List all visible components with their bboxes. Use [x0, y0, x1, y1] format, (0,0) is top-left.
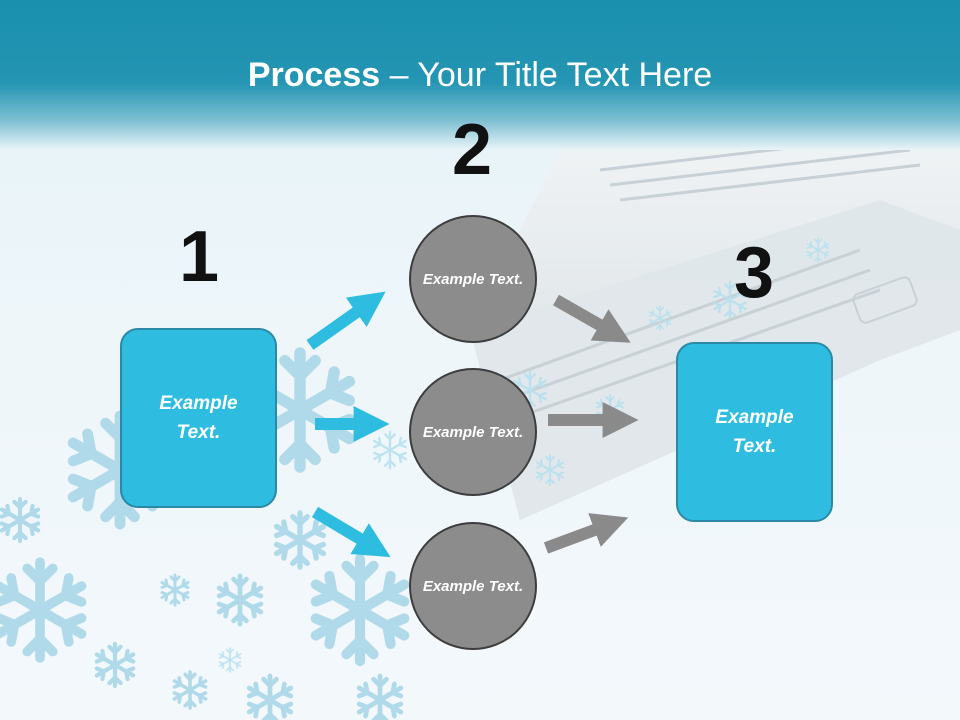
step-number-2: 2 [451, 110, 493, 190]
slide-title-bold: Process [247, 56, 381, 94]
step-number-3: 3 [733, 233, 775, 313]
step-2-circle-top: Example Text. [409, 215, 537, 343]
arrow-gray-lower [543, 513, 629, 554]
title-bar [0, 0, 960, 150]
step-3-label: Example Text. [715, 407, 794, 457]
step-2-circle-bottom: Example Text. [409, 522, 537, 650]
arrow-blue-lower [311, 506, 391, 558]
step-1-label: Example Text. [159, 393, 238, 443]
slide-title: Process – Your Title Text Here [0, 52, 960, 98]
arrow-gray-upper [553, 294, 631, 343]
circle-bottom-label: Example Text. [422, 577, 524, 595]
step-2-circle-middle: Example Text. [409, 368, 537, 496]
circle-middle-label: Example Text. [422, 423, 524, 441]
arrow-blue-upper [306, 291, 386, 350]
slide-title-rest: – Your Title Text Here [380, 56, 713, 94]
step-number-1: 1 [178, 217, 220, 297]
circle-top-label: Example Text. [422, 270, 524, 288]
step-3-box: Example Text. [676, 342, 833, 522]
step-1-box: Example Text. [120, 328, 277, 508]
